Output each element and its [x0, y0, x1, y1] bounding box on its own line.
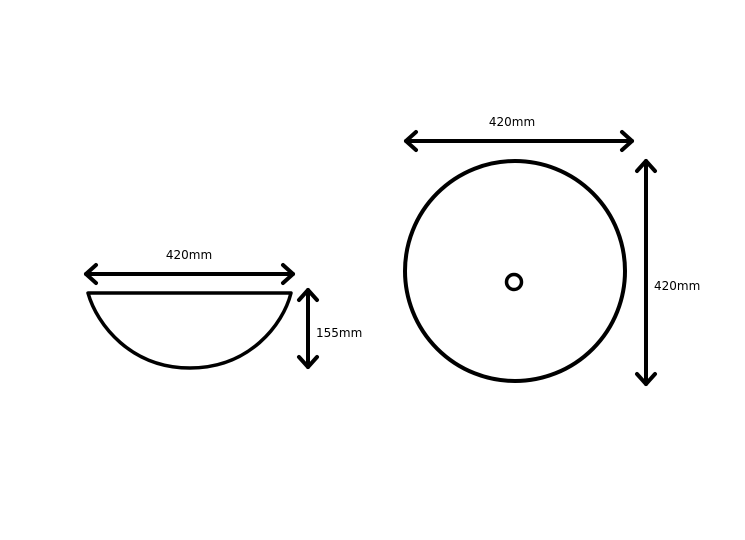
- side-view: 420mm 155mm: [84, 248, 362, 370]
- top-height-arrow: [635, 159, 657, 386]
- side-width-label: 420mm: [166, 248, 212, 262]
- basin-rim-circle: [403, 159, 627, 383]
- top-view: 420mm 420mm: [403, 115, 700, 386]
- bowl-profile-outline: [86, 291, 293, 370]
- side-height-arrow: [297, 288, 319, 369]
- top-height-label: 420mm: [654, 279, 700, 293]
- side-height-label: 155mm: [316, 326, 362, 340]
- side-width-arrow: [84, 263, 295, 285]
- top-width-label: 420mm: [489, 115, 535, 129]
- top-width-arrow: [404, 130, 634, 152]
- drain-hole-circle: [504, 272, 524, 292]
